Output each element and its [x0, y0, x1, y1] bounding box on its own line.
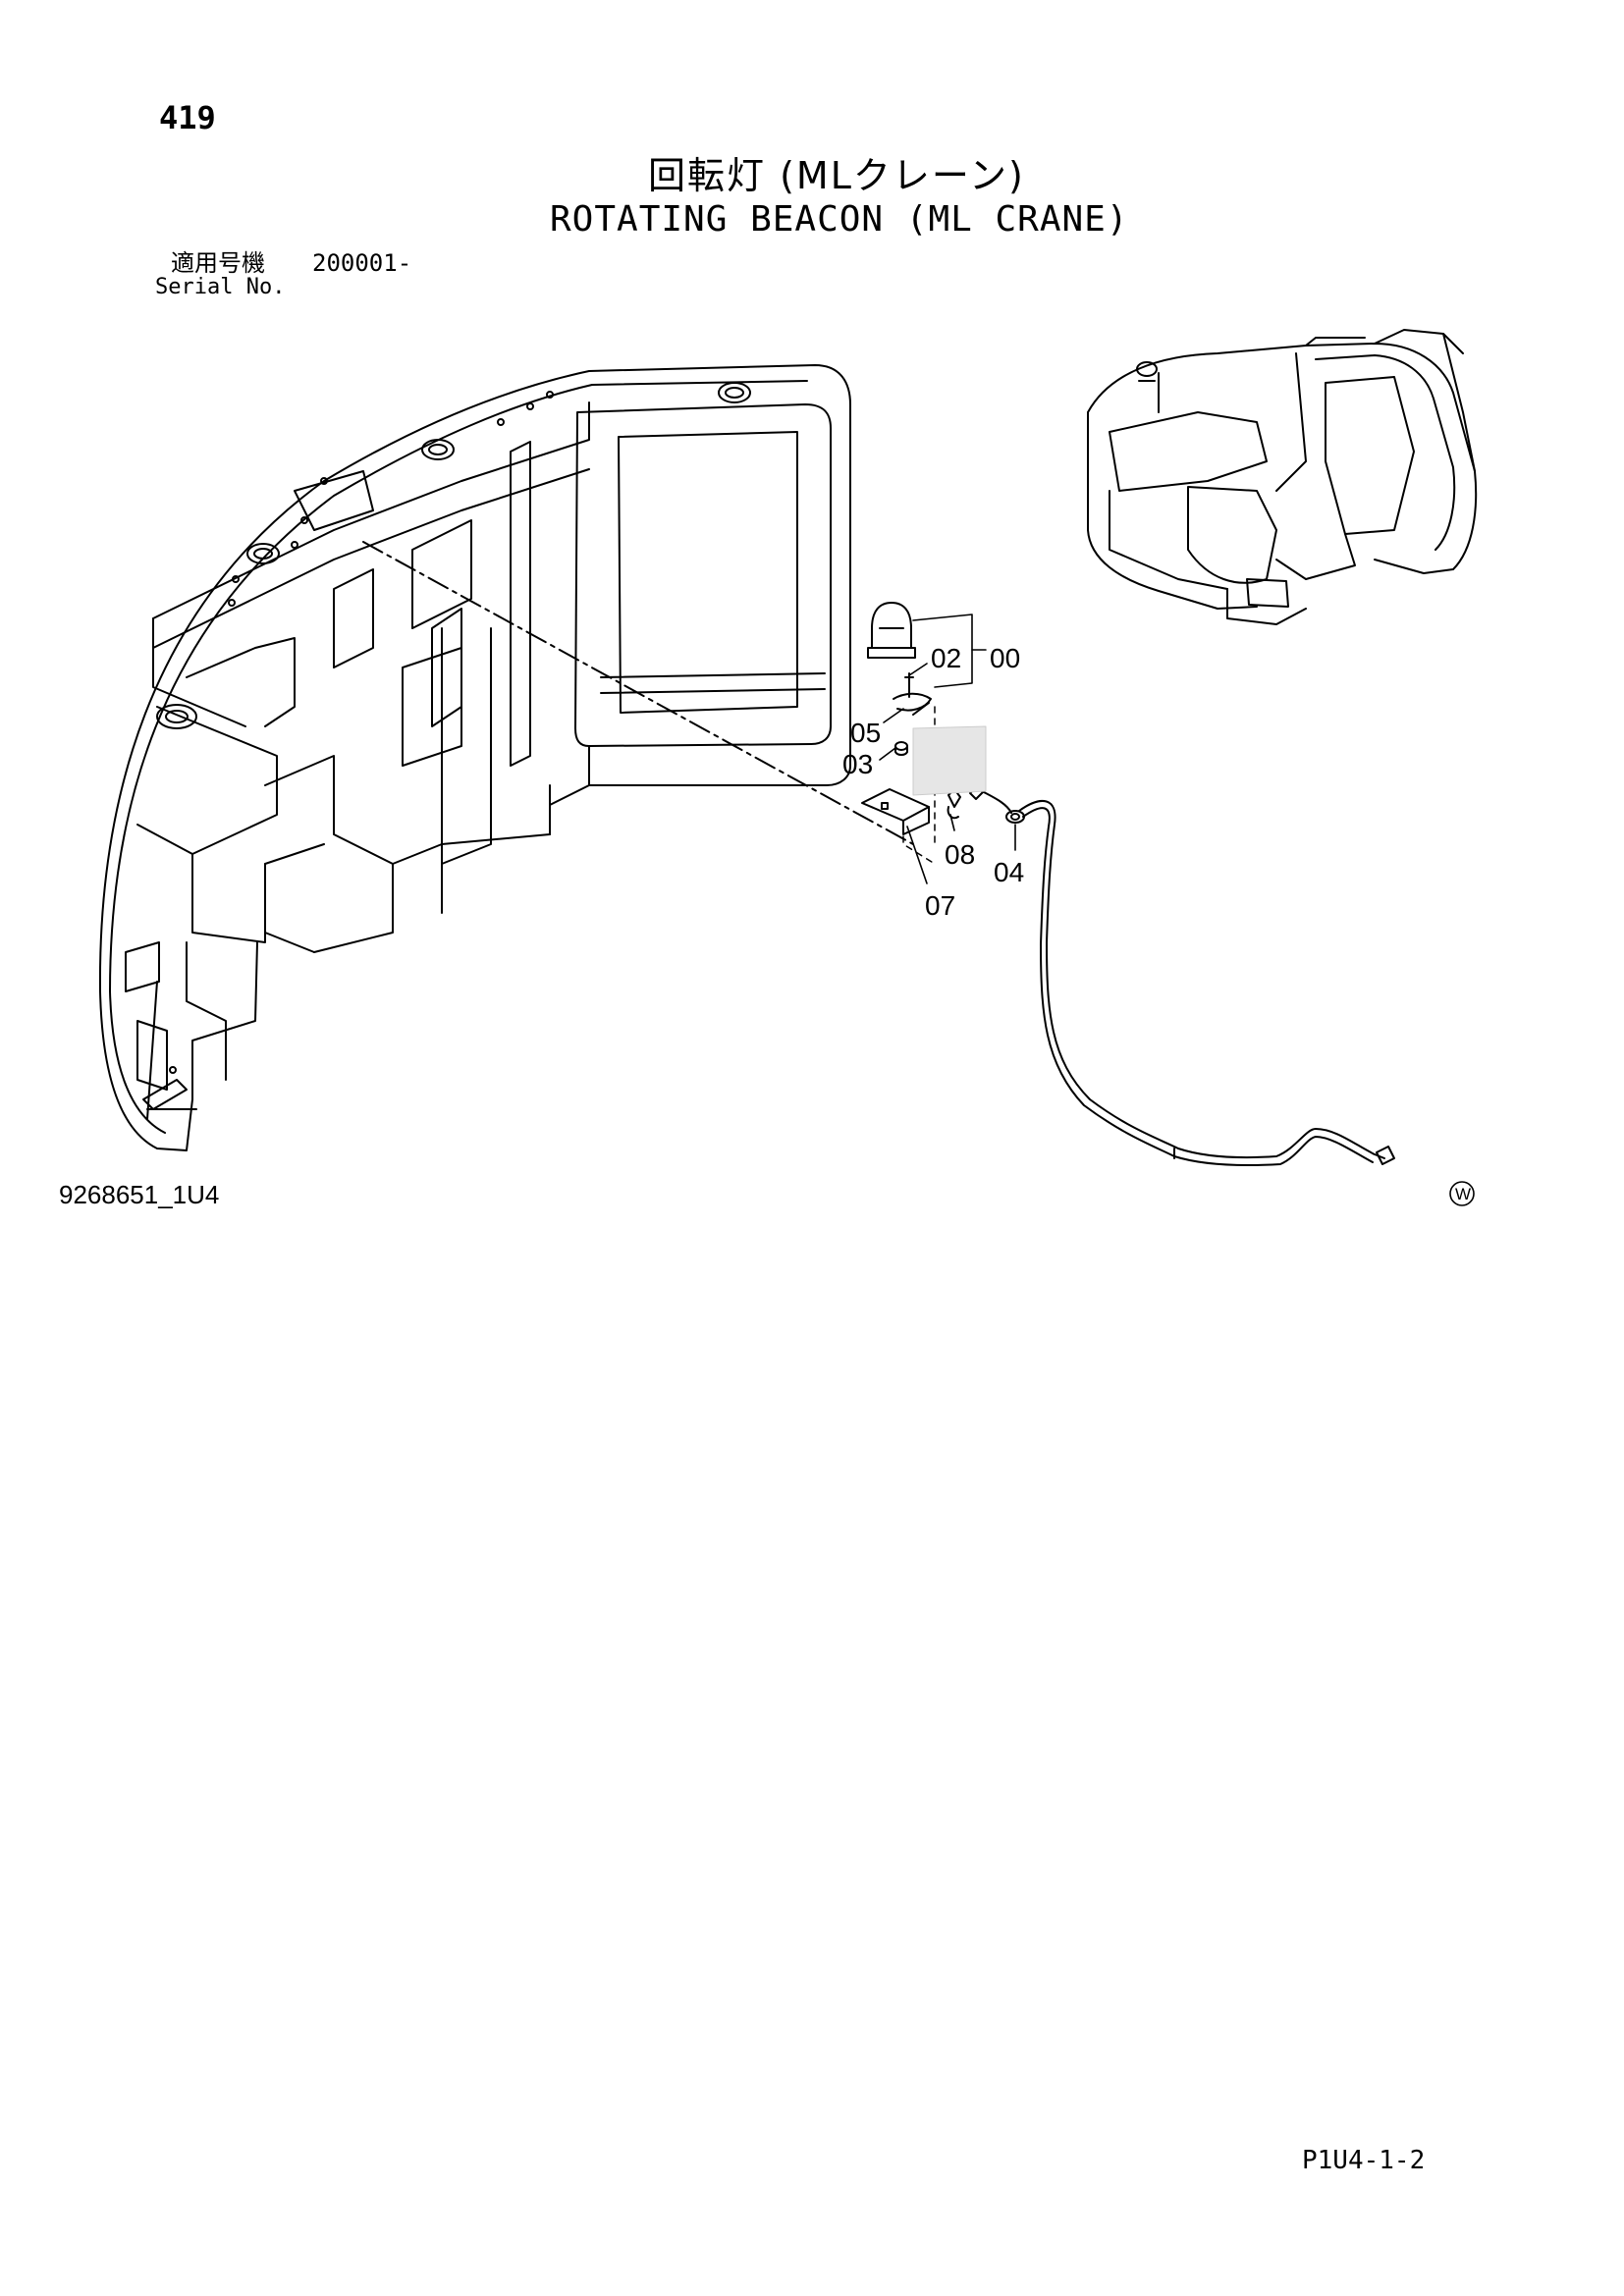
- callout-05: 05: [850, 718, 881, 748]
- title-japanese: 回転灯 (MLクレーン): [648, 154, 1025, 197]
- callout-08: 08: [945, 839, 975, 870]
- watermark-letter: W: [1455, 1185, 1471, 1203]
- page-number: 419: [159, 99, 216, 136]
- excavator-thumbnail-illustration: [1087, 329, 1478, 625]
- counterweight-body-illustration: [98, 364, 851, 1151]
- beacon-parts-illustration: [861, 602, 1395, 1167]
- serial-number-value: 200001-: [312, 249, 412, 277]
- mounting-plane-outline: [912, 725, 987, 796]
- title-english: ROTATING BEACON (ML CRANE): [550, 199, 1129, 240]
- callout-02: 02: [931, 643, 961, 673]
- installation-reference-line: [362, 541, 914, 845]
- page-code: P1U4-1-2: [1302, 2146, 1426, 2175]
- serial-label-japanese: 適用号機: [171, 249, 265, 277]
- callout-00: 00: [990, 643, 1020, 673]
- leader-lines: [879, 614, 1016, 884]
- serial-label-english: Serial No.: [155, 275, 286, 299]
- callout-03: 03: [842, 749, 873, 779]
- callout-04: 04: [994, 857, 1024, 887]
- watermark-circle: [1449, 1181, 1475, 1206]
- callout-07: 07: [925, 890, 955, 921]
- drawing-id: 9268651_1U4: [59, 1180, 220, 1209]
